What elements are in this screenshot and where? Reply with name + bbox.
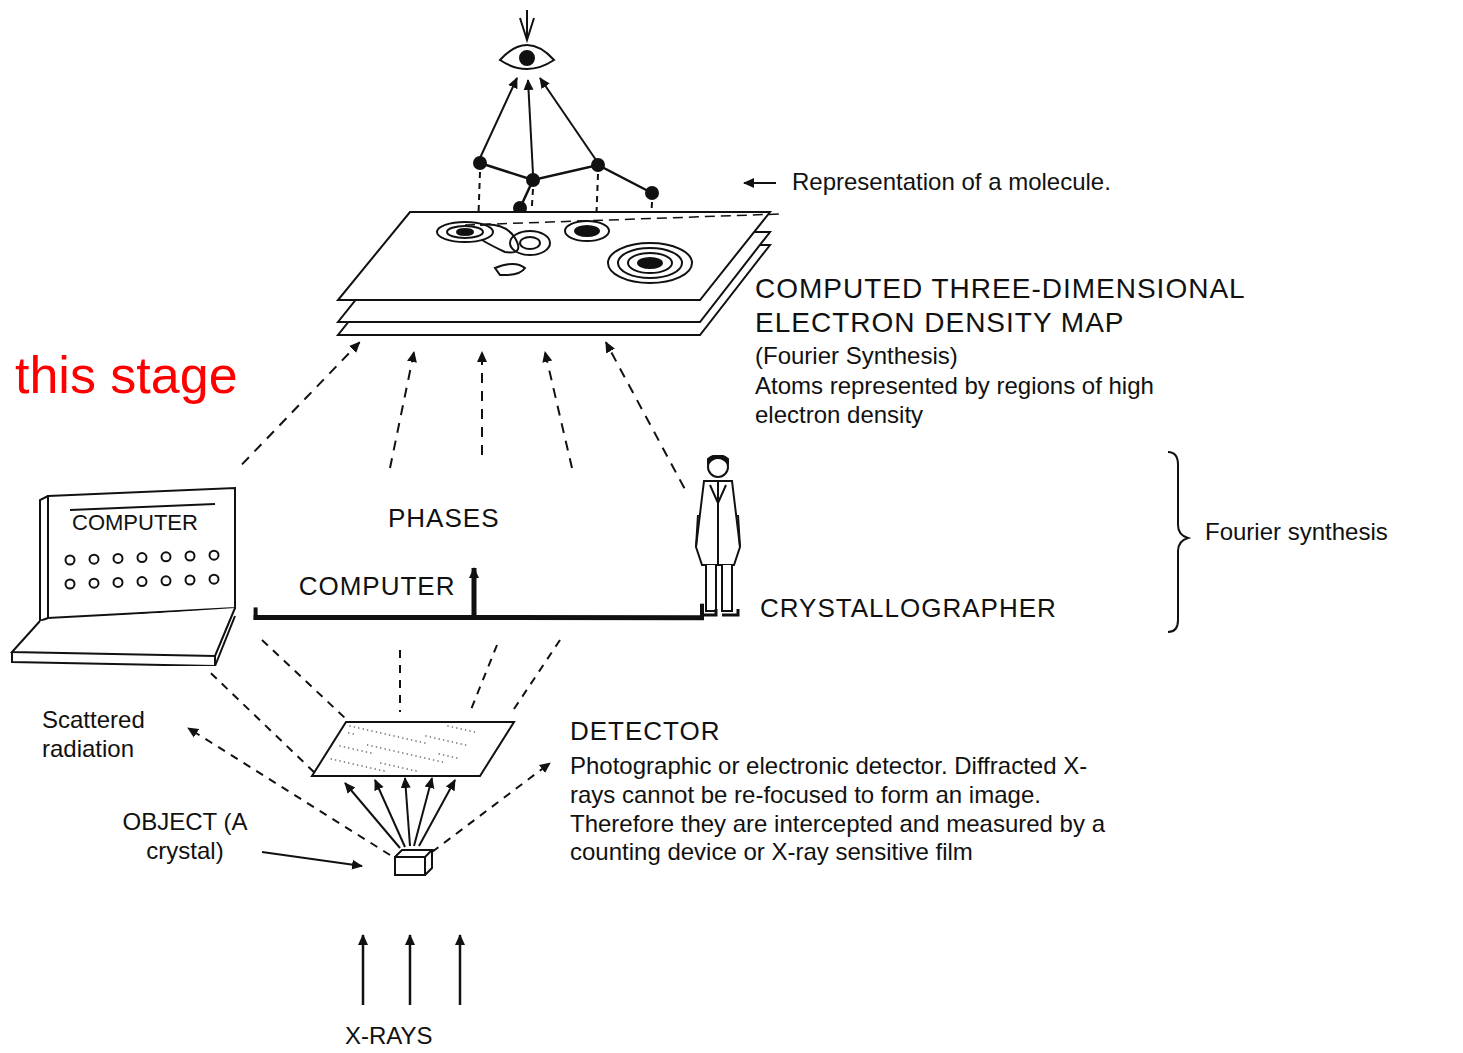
fourier-label: Fourier synthesis xyxy=(1205,518,1388,547)
scattered-label: Scattered radiation xyxy=(42,706,212,764)
electron-density-map: COMPUTED THREE-DIMENSIONAL ELECTRON DENS… xyxy=(338,212,770,336)
map-subtitle: (Fourier Synthesis) xyxy=(755,342,1355,371)
object-label: OBJECT (A crystal) xyxy=(100,808,270,866)
connector xyxy=(254,604,704,620)
molecule-label: Representation of a molecule. xyxy=(792,168,1111,197)
computer-box: COMPUTER xyxy=(10,486,242,666)
detector-heading: DETECTOR xyxy=(570,716,870,747)
connector xyxy=(242,342,360,464)
stage-callout: this stage xyxy=(15,344,238,406)
detector-description: Photographic or electronic detector. Dif… xyxy=(570,752,1115,867)
connector xyxy=(207,670,314,773)
map-heading: COMPUTED THREE-DIMENSIONAL ELECTRON DENS… xyxy=(755,272,1355,339)
map-note: Atoms represented by regions of high ele… xyxy=(755,372,1225,430)
edge-label: COMPUTER xyxy=(299,571,456,602)
person-outline xyxy=(690,455,746,621)
detector-plate: DETECTORPhotographic or electronic detec… xyxy=(310,720,516,778)
crystallographer-label: CRYSTALLOGRAPHER xyxy=(760,593,1160,624)
xrays-label: X-RAYS xyxy=(345,1022,433,1051)
plate-outline xyxy=(310,720,516,778)
connector xyxy=(606,342,685,488)
crystallographer-figure: CRYSTALLOGRAPHER xyxy=(690,455,746,621)
phases-label: PHASES xyxy=(388,503,500,534)
computer-label: COMPUTER xyxy=(72,510,198,536)
